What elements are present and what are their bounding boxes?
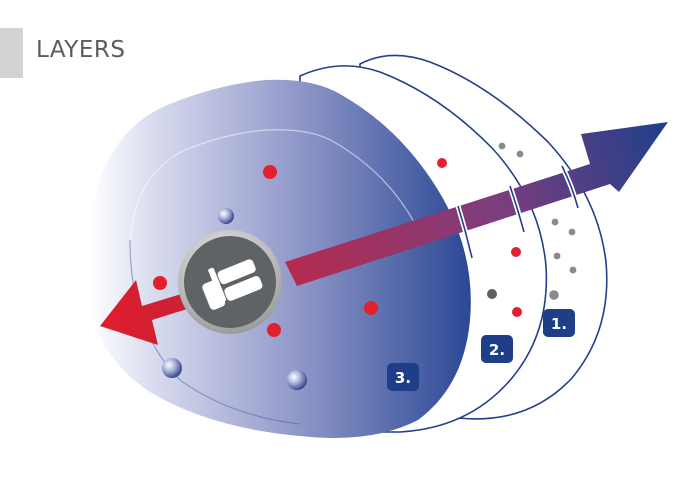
- layer-2-edge-over-arrow: [457, 205, 473, 259]
- coin-logo-icon: [178, 230, 282, 334]
- arrow-up-right-icon: [285, 122, 668, 286]
- layer-3-sphere: [218, 208, 234, 224]
- layer-1-dot: [553, 252, 561, 260]
- layer-2-dot-red: [512, 307, 522, 317]
- layer-3-sphere: [162, 358, 182, 378]
- layer-3-inner-outline: [129, 129, 415, 241]
- svg-text:2.: 2.: [489, 341, 505, 359]
- layer-1-edge-over-arrow: [561, 165, 579, 209]
- layer-1-dot: [551, 218, 559, 226]
- layer-3-badge: 3.: [387, 363, 419, 391]
- layer-3-dot-red: [364, 301, 378, 315]
- layer-3-dot-red: [263, 165, 277, 179]
- layer-3-dot-red: [267, 323, 281, 337]
- layer-2-dot-gray: [487, 289, 497, 299]
- svg-text:1.: 1.: [551, 315, 567, 333]
- layer-2-dot-red: [437, 158, 447, 168]
- layer-2-badge: 2.: [481, 335, 513, 363]
- layer-1-dot: [498, 142, 506, 150]
- header-accent-bar: [0, 28, 23, 78]
- layer-3-sphere: [287, 370, 307, 390]
- layer-1-dot: [516, 150, 524, 158]
- layer-3-shape: [90, 79, 471, 439]
- layer-1-dot: [569, 266, 577, 274]
- layer-2-dot-red: [511, 247, 521, 257]
- layer-1-dot: [549, 290, 559, 300]
- layer-1-badge: 1.: [543, 309, 575, 337]
- layer-1-dot: [568, 228, 576, 236]
- svg-text:3.: 3.: [395, 369, 411, 387]
- page-title: LAYERS: [36, 37, 126, 63]
- layer-1-edge-over-arrow: [509, 185, 525, 233]
- layer-3-dot-red: [153, 276, 167, 290]
